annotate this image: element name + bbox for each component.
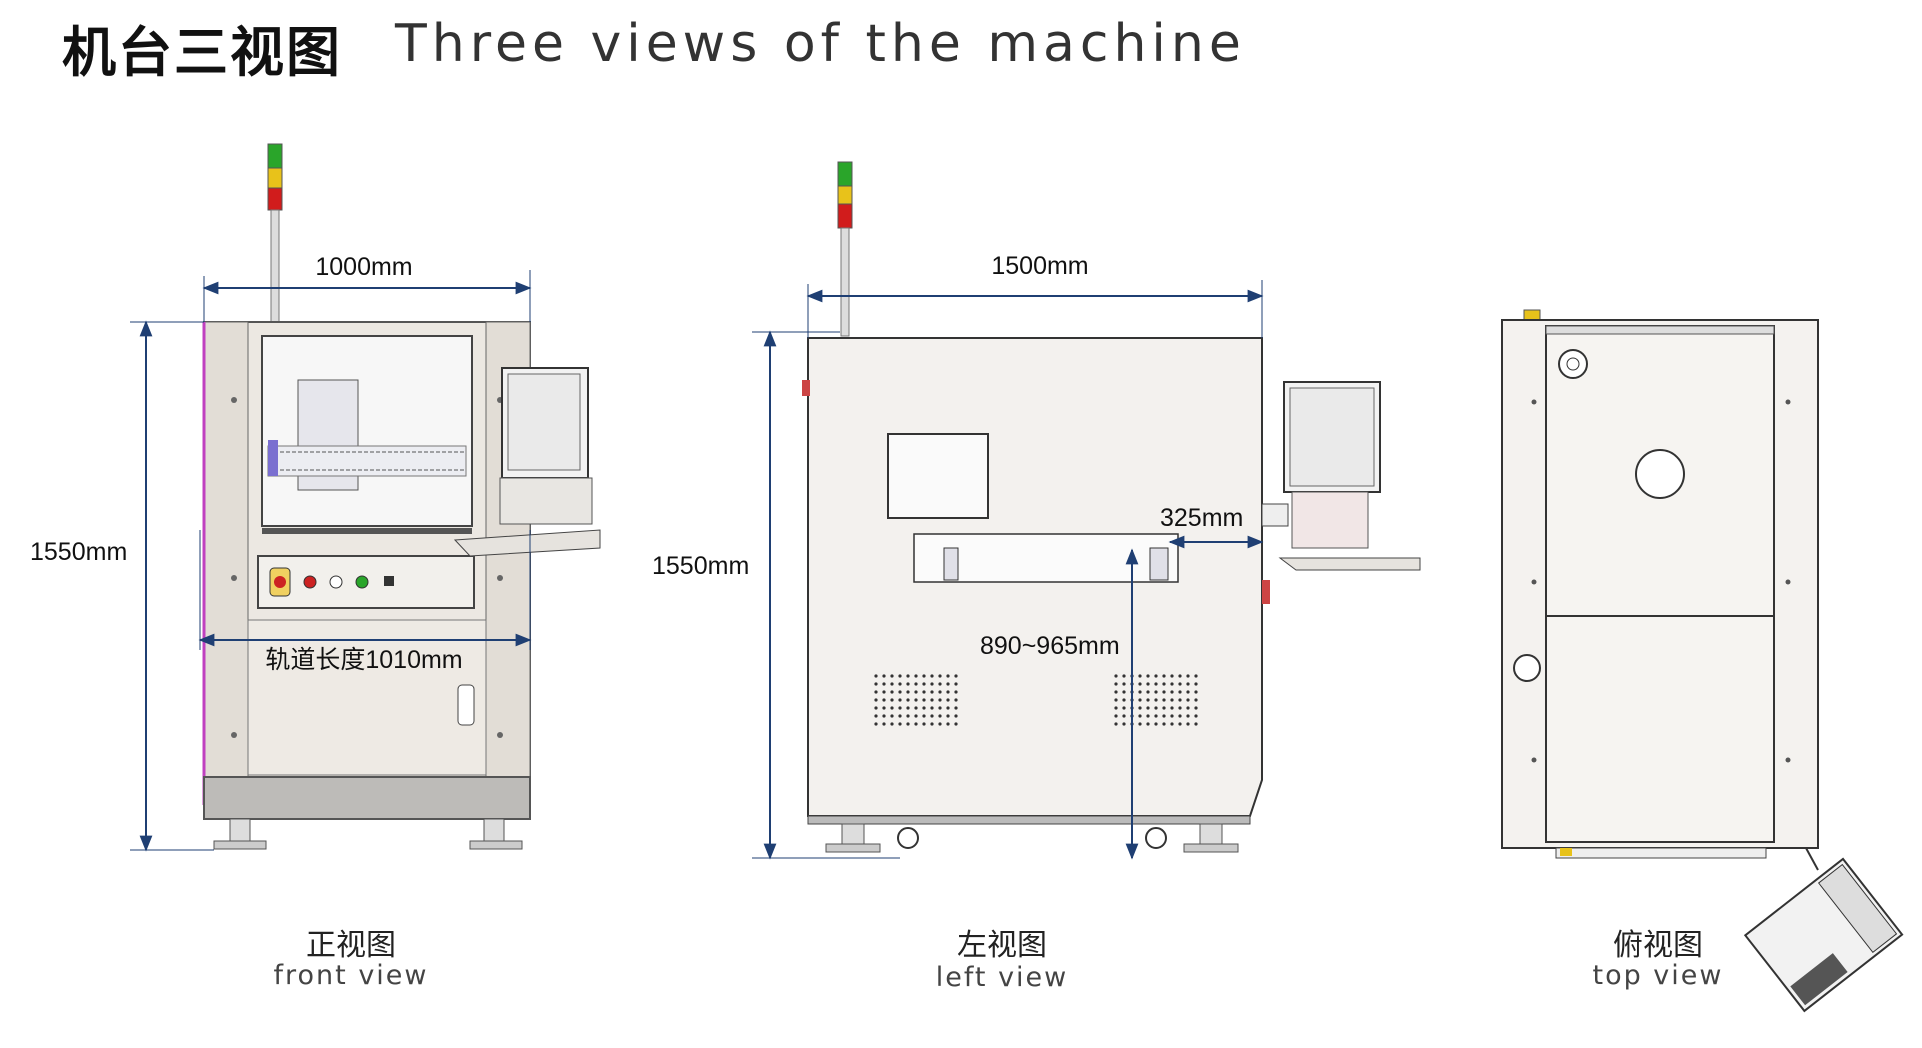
left-offset-dimension: 325mm: [1160, 504, 1243, 532]
top-view-caption-en: top view: [1592, 960, 1724, 991]
front-view-caption-cn: 正视图: [306, 928, 396, 963]
front-inspection-window: [261, 335, 473, 527]
top-view-caption-cn: 俯视图: [1613, 928, 1703, 963]
front-height-dimension: 1550mm: [30, 538, 127, 566]
front-machine-base: [203, 776, 531, 820]
front-view-drawing: 1000mm 1550mm 轨道长度1010mm: [30, 143, 601, 852]
title-english: Three views of the machine: [395, 14, 1246, 74]
title-chinese: 机台三视图: [62, 21, 342, 84]
signal-tower-front: [267, 143, 283, 323]
left-height-dimension: 1550mm: [652, 552, 749, 580]
top-monitor: [1743, 857, 1904, 1013]
left-view-drawing: 1500mm 1550mm 325mm 890~965mm: [652, 161, 1421, 860]
front-view-caption-en: front view: [273, 960, 429, 991]
front-track-length-dimension: 轨道长度1010mm: [265, 646, 462, 674]
front-width-dimension: 1000mm: [315, 253, 412, 281]
left-view-caption-en: left view: [935, 962, 1069, 993]
signal-tower-left: [837, 161, 853, 337]
left-track-height-dimension: 890~965mm: [980, 632, 1120, 660]
left-width-dimension: 1500mm: [991, 252, 1088, 280]
top-view-drawing: [1501, 309, 1904, 1013]
left-view-caption-cn: 左视图: [957, 928, 1047, 963]
